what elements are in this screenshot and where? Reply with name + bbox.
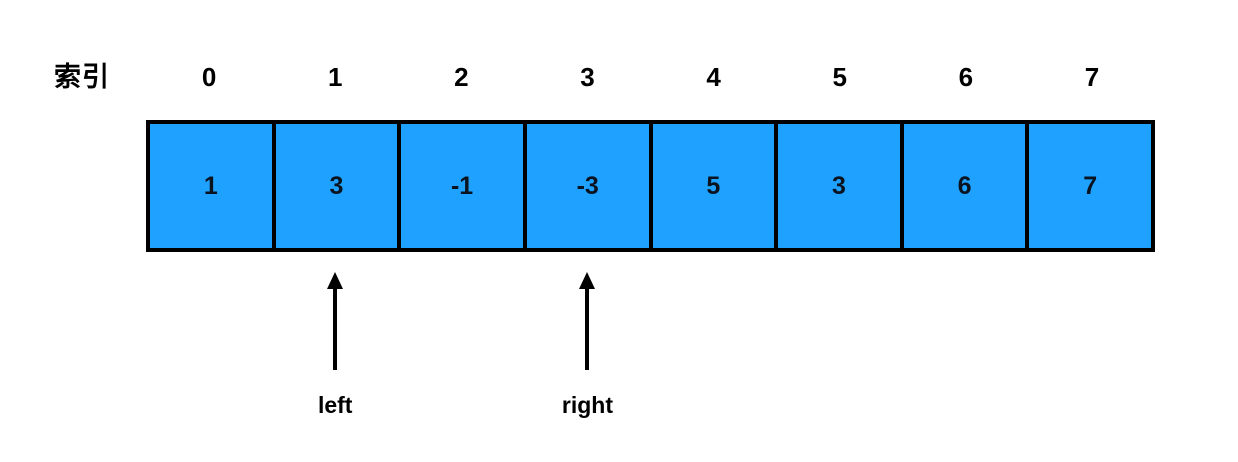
array-cell-3: -3: [526, 124, 653, 248]
index-label-4: 4: [706, 62, 721, 92]
index-label-7: 7: [1084, 62, 1100, 92]
array-cell-5: 3: [778, 124, 904, 248]
array-cell-7: 7: [1029, 124, 1151, 248]
array-row: 1 3 -1 -3 5 3 6 7: [146, 120, 1155, 252]
index-label-2: 2: [454, 62, 469, 92]
pointer-right-label: right: [561, 392, 613, 418]
array-cell-1: 3: [275, 124, 402, 248]
up-arrow-icon: [327, 272, 344, 370]
index-label-6: 6: [958, 62, 974, 92]
pointer-right: right: [547, 270, 627, 418]
pointer-left-label: left: [317, 392, 353, 418]
index-label-3: 3: [580, 62, 595, 92]
index-label-1: 1: [327, 62, 343, 92]
index-number-row: 0 1 2 3 4 5 6 7: [146, 58, 1155, 96]
array-cell-2: -1: [401, 124, 527, 248]
array-cell-4: 5: [652, 124, 779, 248]
up-arrow-icon: [579, 272, 596, 370]
index-label-0: 0: [201, 62, 217, 92]
index-label-5: 5: [832, 62, 847, 92]
index-row-label: 索引: [54, 62, 110, 92]
array-cell-0: 1: [150, 124, 276, 248]
pointer-left: left: [295, 270, 375, 418]
array-cell-6: 6: [903, 124, 1030, 248]
